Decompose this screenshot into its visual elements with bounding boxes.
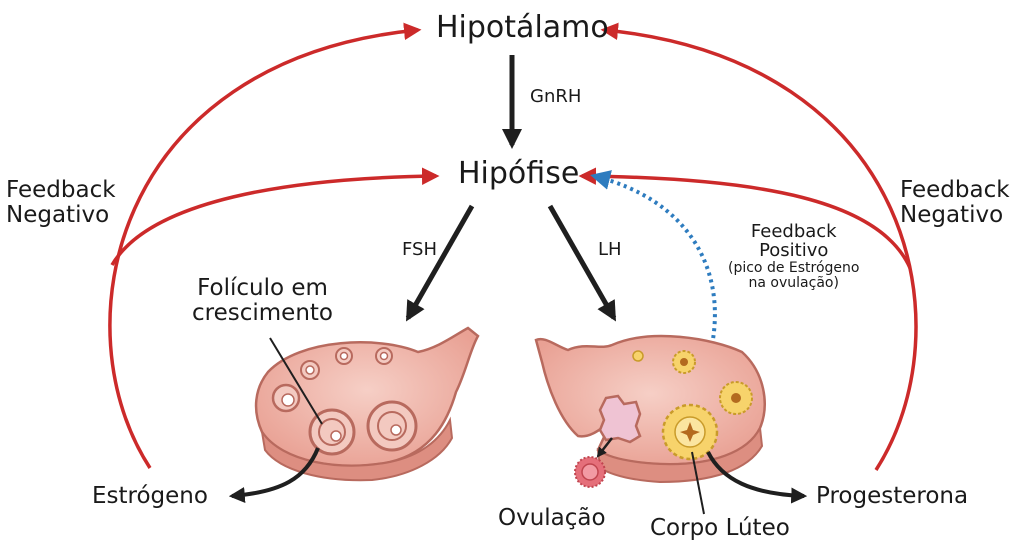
negative-feedback-right-outer-arrow — [600, 22, 918, 471]
positive-feedback-label: Feedback Positivo (pico de Estrógeno na … — [728, 222, 859, 291]
negative-feedback-right-line2: Negativo — [900, 201, 1004, 228]
small-follicle — [335, 347, 353, 365]
progesterone-output-arrow — [706, 451, 808, 504]
positive-feedback-note-line1: (pico de Estrógeno — [728, 259, 860, 276]
negative-feedback-right-label: Feedback Negativo — [900, 178, 1010, 228]
lh-label: LH — [598, 239, 622, 260]
small-corpus-luteum — [672, 350, 696, 374]
estrogen-output-arrow — [228, 447, 320, 503]
progesterone-label: Progesterona — [816, 483, 969, 509]
growing-follicle-label: Folículo em crescimento — [192, 276, 333, 326]
large-follicle — [366, 400, 418, 452]
hypothalamus-label: Hipotálamo — [436, 10, 609, 45]
corpus-luteum-pointer-line — [691, 451, 705, 515]
corpus-luteum-label: Corpo Lúteo — [650, 515, 790, 541]
estrogen-label: Estrógeno — [92, 483, 208, 509]
released-oocyte — [574, 456, 606, 488]
ovulation-pointer-arrow — [596, 437, 613, 458]
growing-follicle-pointer-line — [269, 337, 323, 425]
small-corpus-luteum — [632, 350, 644, 362]
fsh-arrow — [405, 204, 475, 322]
ruptured-follicle — [598, 394, 642, 444]
small-follicle — [375, 347, 393, 365]
negative-feedback-left-line2: Negativo — [6, 201, 110, 228]
growing-follicle-line1: Folículo em — [197, 275, 328, 301]
gnrh-label: GnRH — [530, 86, 582, 107]
negative-feedback-right-line1: Feedback — [900, 177, 1010, 203]
growing-follicle-line2: crescimento — [192, 299, 333, 326]
medium-corpus-luteum — [719, 381, 753, 415]
positive-feedback-line2: Positivo — [759, 240, 829, 262]
positive-feedback-line1: Feedback — [750, 221, 837, 242]
positive-feedback-arrow — [590, 170, 717, 346]
growing-follicle — [308, 408, 356, 456]
negative-feedback-left-label: Feedback Negativo — [6, 178, 116, 228]
negative-feedback-left-inner-arrow — [110, 167, 440, 266]
corpus-luteum — [661, 403, 719, 461]
medium-follicle — [271, 383, 301, 413]
negative-feedback-left-line1: Feedback — [6, 177, 116, 203]
pituitary-label: Hipófise — [458, 156, 580, 191]
negative-feedback-right-inner-arrow — [578, 167, 912, 269]
fsh-label: FSH — [402, 239, 437, 260]
positive-feedback-note-line2: na ovulação) — [748, 274, 839, 291]
small-follicle — [300, 360, 320, 380]
lh-arrow — [547, 204, 617, 322]
ovulation-label: Ovulação — [498, 505, 606, 531]
negative-feedback-left-outer-arrow — [108, 22, 422, 469]
